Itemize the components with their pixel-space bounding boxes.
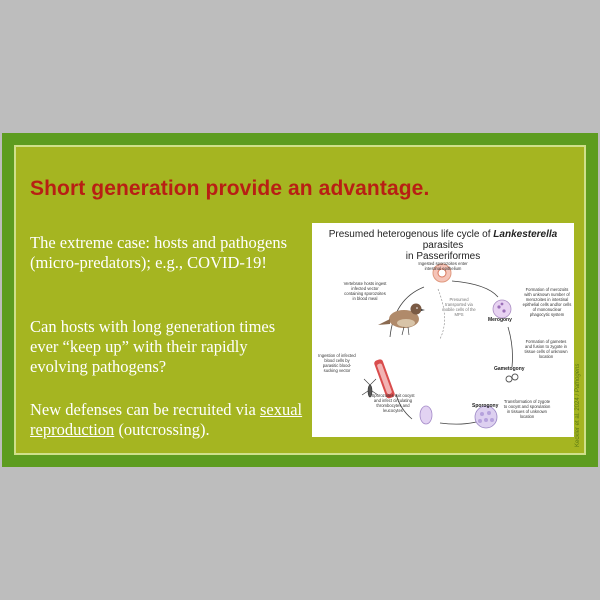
blood-vessel-icon <box>374 359 395 399</box>
life-cycle-diagram <box>361 263 519 429</box>
paragraph-keep-up: Can hosts with long generation times eve… <box>30 317 276 376</box>
cycle-arrow-right <box>507 326 513 368</box>
label-gamete-formation: Formation of gametes and fusion to zygot… <box>524 339 568 359</box>
cycle-arrow-top <box>451 280 499 298</box>
label-oocyst-transformation: Transformation of zygote to oocyst and s… <box>503 399 551 419</box>
cycle-arrow-left <box>389 286 425 338</box>
slide-panel: Short generation provide an advantage. T… <box>14 145 586 455</box>
oocyst-icon <box>474 405 498 429</box>
paragraph-extreme-case: The extreme case: hosts and pathogens (m… <box>30 233 288 272</box>
figure-title: Presumed heterogenous life cycle of Lank… <box>312 229 574 262</box>
label-ingested-sporozoites: Ingested sporozoites enter intestinal ep… <box>418 261 468 271</box>
slide-title: Short generation provide an advantage. <box>30 177 430 200</box>
infected-blood-cell-icon <box>419 405 433 425</box>
figure-credit-authors: Keckler et al. 2024 / <box>575 392 581 447</box>
figure-title-start: Presumed heterogenous life cycle of <box>328 229 494 240</box>
figure-title-genus: Lankesterella <box>493 229 558 240</box>
label-vertebrate-hosts: Vertebrate hosts ingest infected vector … <box>343 281 387 301</box>
stage-merogony: Merogony <box>488 317 512 323</box>
figure-credit-journal: Pathogens <box>575 363 581 393</box>
figure-title-line2: in Passeriformes <box>405 251 481 262</box>
paragraph-new-defenses-end: (outcrossing). <box>114 420 210 439</box>
stage-gametogony: Gametogony <box>494 366 525 372</box>
sexual-reproduction-link[interactable]: sexual reproduction <box>30 400 303 439</box>
label-merozoite-formation: Formation of merozoits with unknown numb… <box>522 287 572 317</box>
label-sporozoites-exit: Sporozoites exit oocyst and infect circu… <box>371 393 415 413</box>
figure-credit: Keckler et al. 2024 / Pathogens <box>575 364 581 447</box>
paragraph-new-defenses: New defenses can be recruited via sexual… <box>30 400 330 440</box>
gametogony-symbol-icon <box>505 373 519 383</box>
paragraph-new-defenses-text: New defenses can be recruited via <box>30 400 260 419</box>
passerine-bird-icon <box>378 303 425 336</box>
stage-sporogony: Sporogony <box>472 403 499 409</box>
vector-insect-icon <box>361 378 379 398</box>
label-ingestion-by-vector: Ingestion of infected blood cells by par… <box>318 353 356 373</box>
slide-background: Short generation provide an advantage. T… <box>2 133 598 467</box>
cycle-arrow-bottom-left <box>395 393 413 420</box>
label-presumed-transport: Presumed transported via mobile cells of… <box>442 297 476 317</box>
merogony-cell-icon <box>492 299 512 319</box>
figure-title-end: parasites <box>422 240 464 251</box>
presumed-dashed-arrow <box>437 288 445 340</box>
life-cycle-figure: Presumed heterogenous life cycle of Lank… <box>312 223 574 437</box>
intestinal-epithelium-icon <box>432 263 452 283</box>
